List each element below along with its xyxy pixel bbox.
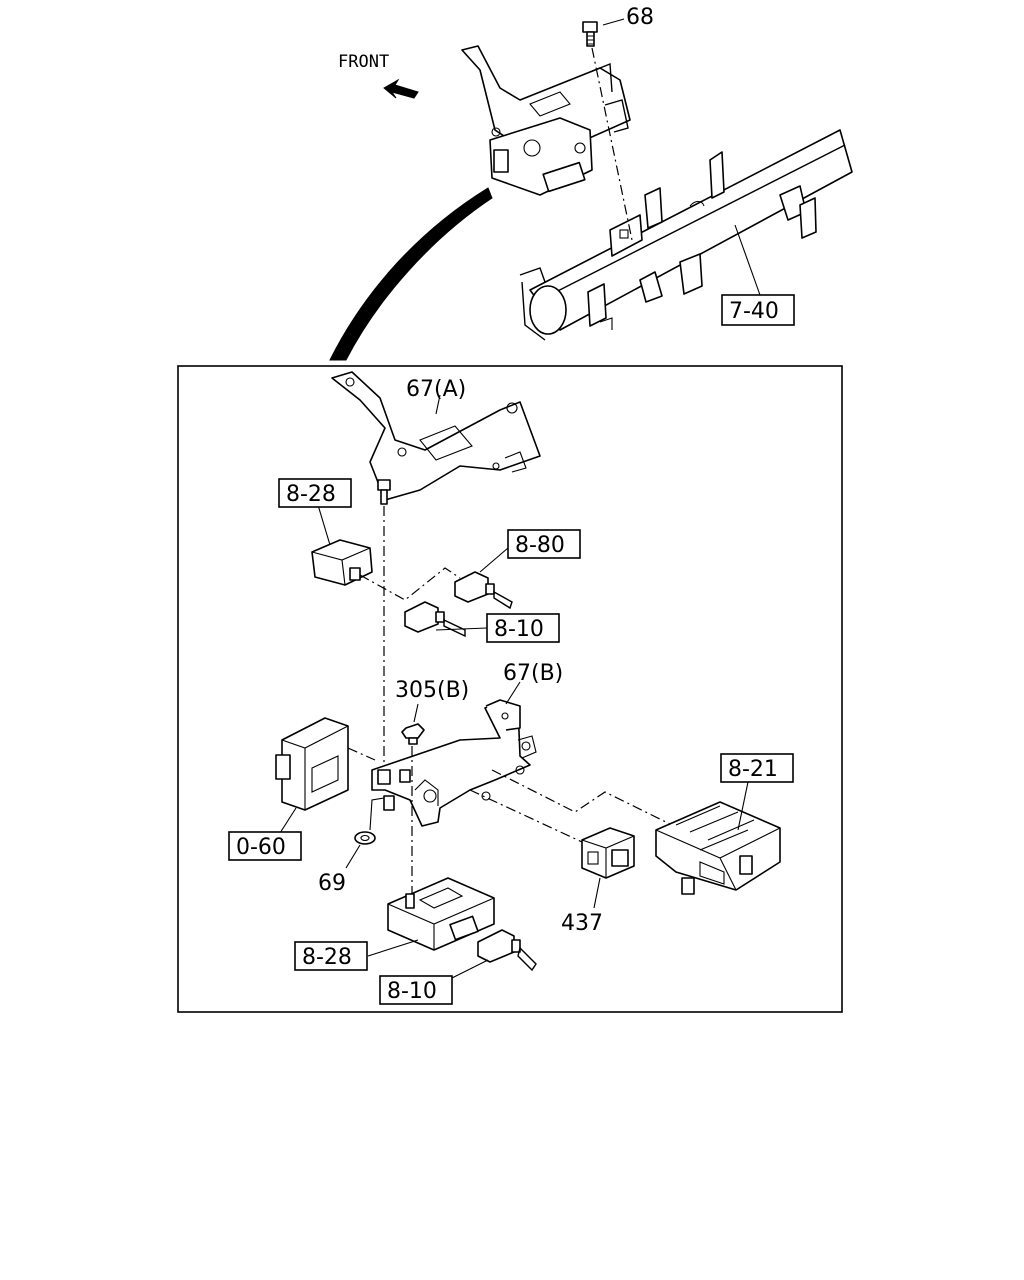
detail-frame [177,365,843,1013]
leader-8-28-top [317,504,331,546]
leader-67a [435,394,441,415]
leader-8-28-bottom [367,939,419,957]
leader-8-80 [479,547,509,573]
callout-box-8-21 [720,753,794,783]
detail-arrow-icon [329,187,493,361]
unit-8-21 [655,801,781,895]
connector-8-10-mid [404,601,466,638]
link-relay-connectors [359,567,461,601]
upper-bracket-assembly [461,45,631,196]
leader-437 [593,877,601,909]
leader-8-10-mid [435,627,488,631]
leader-68 [602,18,625,26]
link-8-21 [491,769,671,825]
link-437 [469,789,583,843]
leader-67b [505,681,521,705]
nut-69 [354,831,376,845]
callout-box-8-80 [507,529,581,559]
centerline-68 [591,47,633,241]
callout-8-21: 8-21 [728,757,778,782]
bracket-67a [331,371,541,501]
connector-8-80 [454,571,513,610]
callout-box-8-10-mid [486,613,560,643]
bolt-68 [582,21,598,47]
leader-69 [345,844,361,869]
callout-8-10-mid: 8-10 [494,617,544,642]
callout-box-8-28-bottom [294,941,368,971]
callout-8-80: 8-80 [515,533,565,558]
connector-8-10-bottom [477,929,537,972]
callout-8-28-top: 8-28 [286,482,336,507]
callout-box-8-10-bottom [379,975,453,1005]
line-nut-69 [369,797,385,831]
connector-437 [581,827,635,879]
bracket-67b [371,699,537,827]
link-0-60 [347,747,376,761]
callout-7-40: 7-40 [729,299,779,324]
callout-68: 68 [626,5,654,30]
cross-member-beam [519,129,853,341]
callout-box-7-40 [721,294,795,326]
leader-305b [413,703,419,723]
leader-0-60 [279,807,297,834]
front-arrow-icon [383,78,419,99]
callout-8-28-bottom: 8-28 [302,945,352,970]
front-label: FRONT [338,52,389,72]
screw-under-67a [377,479,391,505]
relay-8-28-top [311,539,373,586]
callout-437: 437 [561,911,603,936]
callout-67a: 67(A) [406,377,466,402]
callout-box-0-60 [228,831,302,861]
leader-8-10-bottom [451,959,489,979]
nut-305b [401,723,425,745]
callout-box-8-28-top [278,478,352,508]
leader-7-40 [734,224,761,296]
callout-305b: 305(B) [395,678,469,703]
callout-8-10-bottom: 8-10 [387,979,437,1004]
module-0-60 [275,717,349,811]
callout-67b: 67(B) [503,661,563,686]
relay-8-28-bottom [387,877,495,951]
leader-8-21 [737,781,749,831]
callout-0-60: 0-60 [236,835,286,860]
callout-69: 69 [318,871,346,896]
